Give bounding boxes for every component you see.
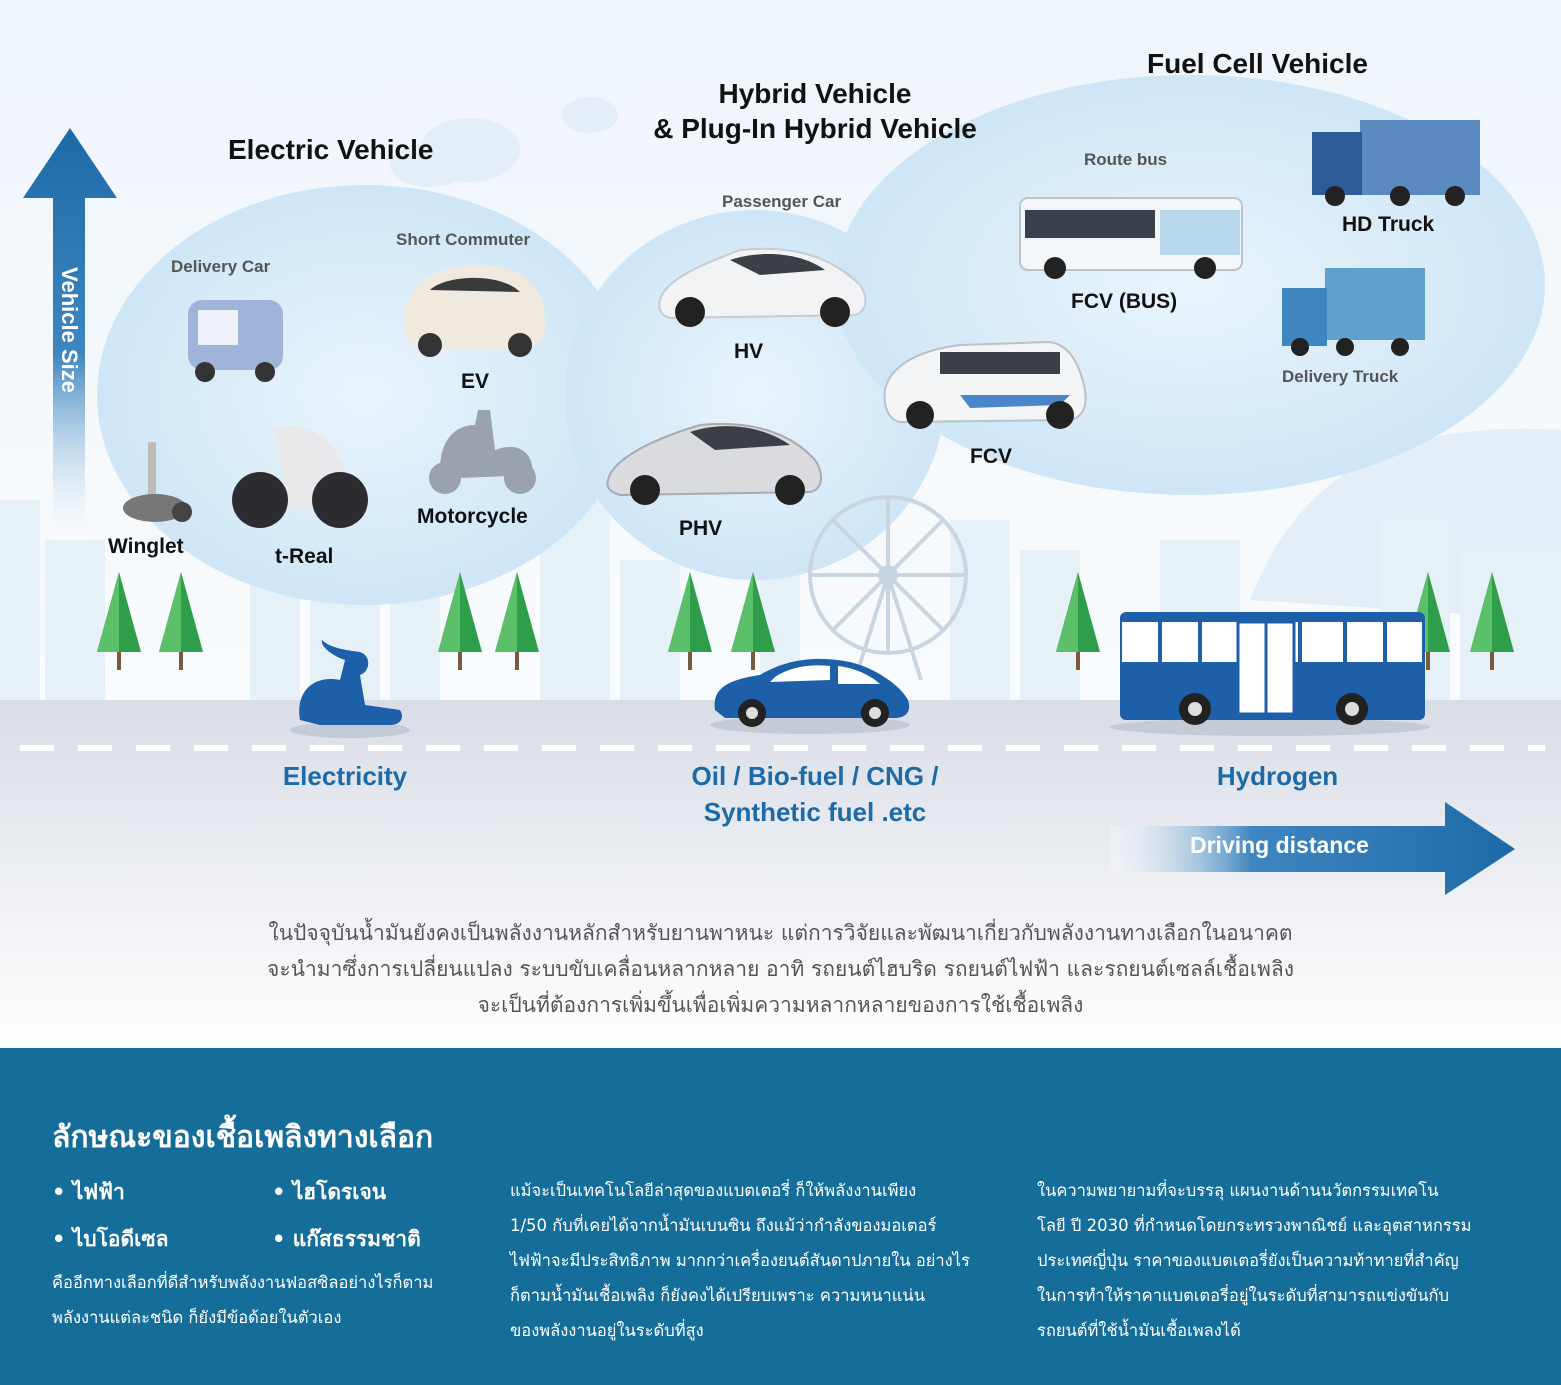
tree-icon [159, 572, 203, 670]
fuel-hydrogen: Hydrogen [1216, 761, 1339, 791]
passenger-car-label: Passenger Car [722, 192, 842, 211]
hd-truck-image [1312, 120, 1480, 206]
fuel-electricity: Electricity [282, 761, 408, 791]
road [0, 700, 1561, 1048]
ev-commuter-image [404, 265, 546, 357]
bullet-biodiesel: • ไบโอดีเซล [52, 1227, 169, 1251]
motorcycle-image [429, 410, 536, 494]
column-2-line: ไฟฟ้าจะมีประสิทธิภาพ มากกว่าเครื่องยนต์ส… [510, 1251, 970, 1270]
tree-icon [495, 572, 539, 670]
tree-icon [438, 572, 482, 670]
delivery-truck-label: Delivery Truck [1282, 367, 1399, 386]
tree-icon [1056, 572, 1100, 670]
section-title: ลักษณะของเชื้อเพลิงทางเลือก [52, 1120, 434, 1155]
description-line: ในปัจจุบันน้ำมันยังคงเป็นพลังงานหลักสำหร… [268, 921, 1293, 945]
column-2-line: ก็ตามน้ำมันเชื้อเพลิง ก็ยังคงได้เปรียบเพ… [510, 1286, 925, 1305]
fcv-label: FCV [970, 445, 1012, 468]
fuel-oil-line2: Synthetic fuel .etc [703, 797, 927, 827]
electric-vehicle-heading: Electric Vehicle [228, 134, 434, 165]
driving-distance-label: Driving distance [1190, 832, 1369, 858]
column-3-line: ประเทศญี่ปุ่น ราคาของแบตเตอรี่ยังเป็นควา… [1037, 1251, 1459, 1270]
scene-illustration [0, 0, 1561, 1048]
bullet-electricity: • ไฟฟ้า [52, 1180, 125, 1204]
column-3-line: รถยนต์ที่ใช้น้ำมันเชื้อเพลงได้ [1037, 1321, 1241, 1340]
column-1-line: พลังงานแต่ละชนิด ก็ยังมีข้อด้อยในตัวเอง [52, 1308, 342, 1327]
hv-car-image [658, 247, 867, 327]
driving-distance-arrow [1110, 802, 1515, 895]
fuel-cell-vehicle-heading: Fuel Cell Vehicle [1147, 48, 1368, 79]
ferris-wheel [808, 495, 968, 681]
fcv-bus-image [1019, 197, 1243, 279]
vehicle-size-arrow [23, 128, 117, 540]
hv-label: HV [734, 340, 764, 363]
road-scooter-icon [290, 640, 410, 738]
column-2-line: ของพลังงานอยู่ในระดับที่สูง [510, 1321, 704, 1340]
column-3-line: ในการทำให้ราคาแบตเตอรี่อยู่ในระดับที่สาม… [1037, 1286, 1449, 1305]
column-2-line: 1/50 กับที่เคยได้จากน้ำมันเบนซิน ถึงแม้ว… [510, 1216, 937, 1235]
short-commuter-label: Short Commuter [396, 230, 531, 249]
road-bus-icon [1110, 612, 1430, 736]
plug-in-hybrid-heading: & Plug-In Hybrid Vehicle [653, 113, 977, 144]
t-real-image [232, 426, 368, 528]
vehicle-size-label: Vehicle Size [57, 267, 82, 393]
alt-fuel-section: ลักษณะของเชื้อเพลิงทางเลือก • ไฟฟ้า • ไฮ… [0, 1048, 1561, 1385]
delivery-truck-image [1282, 268, 1425, 356]
column-1-line: คืออีกทางเลือกที่ดีสำหรับพลังงานฟอสซิลอย… [52, 1273, 434, 1292]
t-real-label: t-Real [275, 545, 334, 568]
description-paragraph: ในปัจจุบันน้ำมันยังคงเป็นพลังงานหลักสำหร… [0, 915, 1561, 1023]
tree-icon [668, 572, 712, 670]
fcv-suv-image [883, 340, 1087, 429]
bullet-hydrogen: • ไฮโดรเจน [272, 1180, 387, 1204]
tree-row [97, 572, 1514, 670]
winglet-label: Winglet [108, 535, 184, 558]
winglet-image [123, 442, 192, 522]
road-car-icon [710, 658, 910, 734]
fuel-oil-line1: Oil / Bio-fuel / CNG / [691, 761, 939, 791]
column-1-text: คืออีกทางเลือกที่ดีสำหรับพลังงานฟอสซิลอย… [52, 1265, 433, 1335]
motorcycle-label: Motorcycle [417, 505, 528, 528]
phv-car-image [606, 422, 822, 505]
column-3-line: ในความพยายามที่จะบรรลุ แผนงานด้านนวัตกรร… [1037, 1181, 1439, 1200]
column-3-line: โลยี ปี 2030 ที่กำหนดโดยกระทรวงพาณิชย์ แ… [1037, 1216, 1472, 1235]
tree-icon [731, 572, 775, 670]
hybrid-vehicle-heading: Hybrid Vehicle [718, 78, 912, 109]
bullet-natural-gas: • แก๊สธรรมชาติ [272, 1227, 421, 1251]
column-3-text: ในความพยายามที่จะบรรลุ แผนงานด้านนวัตกรร… [1037, 1173, 1471, 1348]
ev-label: EV [461, 370, 490, 393]
tree-icon [97, 572, 141, 670]
column-2-line: แม้จะเป็นเทคโนโลยีล่าสุดของแบตเตอรี่ ก็ใ… [510, 1181, 917, 1200]
hd-truck-label: HD Truck [1342, 213, 1435, 236]
fcv-bus-label: FCV (BUS) [1071, 290, 1178, 313]
delivery-car-image [188, 300, 283, 382]
phv-label: PHV [679, 517, 723, 540]
column-2-text: แม้จะเป็นเทคโนโลยีล่าสุดของแบตเตอรี่ ก็ใ… [510, 1173, 970, 1348]
description-line: จะนำมาซึ่งการเปลี่ยนแปลง ระบบขับเคลื่อนห… [267, 957, 1294, 981]
vehicle-size-axis: Vehicle Size [53, 250, 85, 410]
description-line: จะเป็นที่ต้องการเพิ่มขึ้นเพื่อเพิ่มความห… [477, 993, 1084, 1017]
tree-icon [1470, 572, 1514, 670]
delivery-car-label: Delivery Car [171, 257, 271, 276]
route-bus-label: Route bus [1084, 150, 1168, 169]
